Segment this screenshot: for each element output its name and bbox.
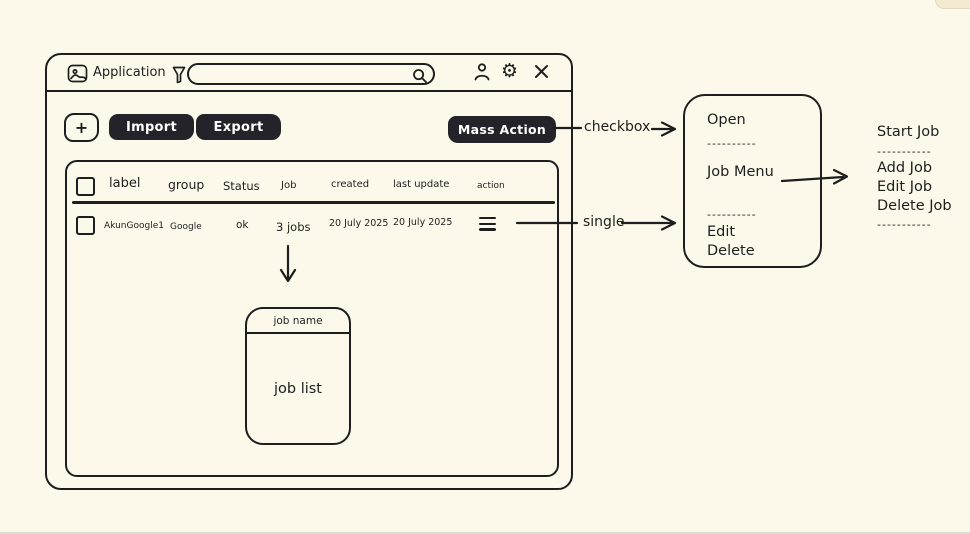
menu-item-open[interactable]: Open xyxy=(707,112,746,128)
arrow-checkbox-label-to-menu xyxy=(650,121,677,137)
bottom-edge-strip xyxy=(0,532,970,534)
submenu-divider: ----------- xyxy=(877,145,932,158)
mass-action-button[interactable]: Mass Action xyxy=(448,116,556,143)
app-title: Application xyxy=(93,65,166,80)
cell-group: Google xyxy=(170,222,202,232)
select-all-checkbox[interactable] xyxy=(76,177,95,196)
submenu-item-edit-job[interactable]: Edit Job xyxy=(877,179,933,195)
app-window: Application ⚙ xyxy=(45,53,573,490)
search-input[interactable] xyxy=(197,66,407,82)
job-card-title: job name xyxy=(247,309,349,334)
magnifier-icon[interactable] xyxy=(412,68,428,88)
col-header-last-update: last update xyxy=(393,179,450,190)
import-button[interactable]: Import xyxy=(109,114,194,140)
hamburger-icon[interactable] xyxy=(479,217,496,234)
menu-item-edit[interactable]: Edit xyxy=(707,224,736,240)
col-header-group: group xyxy=(168,177,205,192)
gear-icon[interactable]: ⚙ xyxy=(501,60,519,82)
funnel-icon[interactable] xyxy=(172,66,186,88)
close-icon[interactable] xyxy=(534,64,549,83)
header-divider xyxy=(72,201,555,204)
menu-item-job-menu[interactable]: Job Menu xyxy=(707,164,774,180)
submenu-item-delete-job[interactable]: Delete Job xyxy=(877,198,952,214)
submenu-item-add-job[interactable]: Add Job xyxy=(877,160,933,176)
cell-job: 3 jobs xyxy=(276,220,311,234)
submenu-divider: ----------- xyxy=(877,218,932,231)
job-card-body: job list xyxy=(273,380,322,397)
col-header-job: Job xyxy=(281,180,297,191)
col-header-created: created xyxy=(331,179,370,190)
job-card: job name job list xyxy=(245,307,351,445)
arrow-single-label-to-menu xyxy=(620,215,677,231)
cutoff-panel-corner xyxy=(935,0,970,9)
annotation-single: single xyxy=(583,214,625,230)
cell-status: ok xyxy=(236,219,249,231)
menu-item-delete[interactable]: Delete xyxy=(707,243,755,259)
app-logo-image-icon xyxy=(67,63,88,88)
submenu-item-start-job[interactable]: Start Job xyxy=(877,124,940,140)
person-icon[interactable] xyxy=(473,62,491,86)
context-menu: Open ---------- Job Menu ---------- Edit… xyxy=(683,94,822,268)
menu-divider: ---------- xyxy=(707,208,757,221)
col-header-label: label xyxy=(109,176,141,191)
add-button[interactable]: + xyxy=(64,113,99,142)
menu-divider: ---------- xyxy=(707,137,757,150)
annotation-checkbox: checkbox xyxy=(584,119,651,135)
cell-last-update: 20 July 2025 xyxy=(393,217,453,228)
export-button[interactable]: Export xyxy=(196,114,281,140)
table-panel: label group Status Job created last upda… xyxy=(65,160,559,477)
cell-created: 20 July 2025 xyxy=(329,218,389,229)
col-header-status: Status xyxy=(223,179,260,193)
search-box xyxy=(187,63,435,85)
col-header-action: action xyxy=(477,181,505,191)
row-checkbox[interactable] xyxy=(76,216,95,235)
titlebar: Application ⚙ xyxy=(47,55,571,92)
cell-label: AkunGoogle1 xyxy=(104,221,164,231)
